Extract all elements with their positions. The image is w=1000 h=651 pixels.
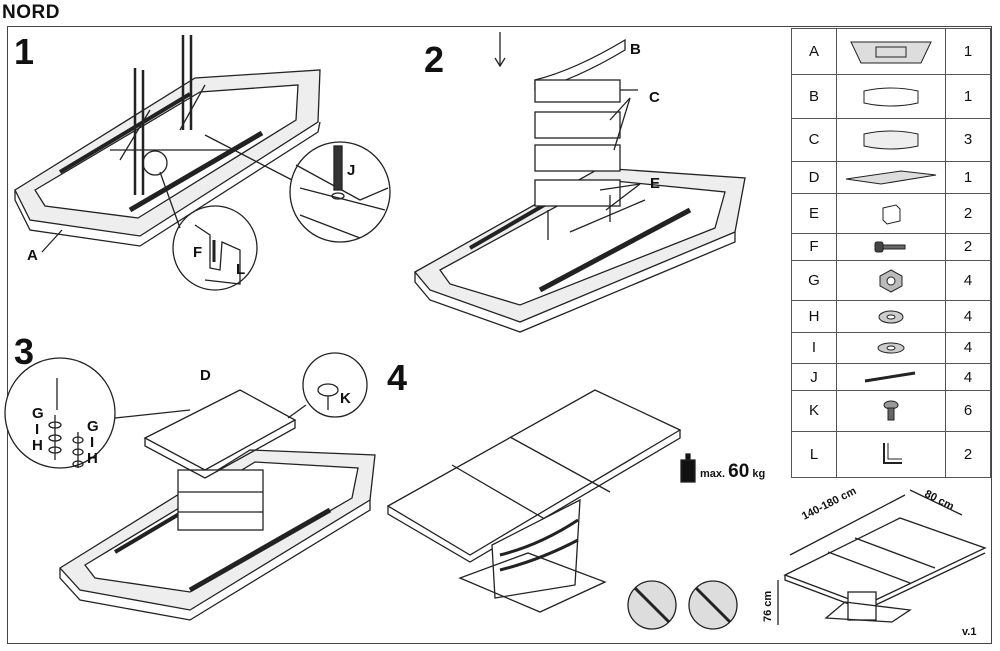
table-frame-icon — [836, 27, 946, 76]
step-number-3: 3 — [14, 331, 35, 372]
bracket-icon — [836, 430, 946, 479]
step3-frame-drawing — [4, 352, 376, 621]
label-part-k: K — [340, 390, 351, 407]
step-number-2: 2 — [424, 39, 445, 80]
part-quantity: 4 — [945, 300, 991, 333]
part-letter: E — [791, 192, 837, 235]
label-part-h-left: H — [32, 437, 43, 454]
part-quantity: 1 — [945, 161, 991, 194]
dimension-height: 76 cm — [762, 590, 774, 622]
label-part-l: L — [236, 261, 246, 278]
label-part-e: E — [650, 175, 661, 192]
label-part-d: D — [200, 367, 211, 384]
part-letter: A — [791, 27, 837, 76]
part-quantity: 2 — [945, 192, 991, 235]
step1-frame-drawing — [14, 35, 391, 291]
label-part-j: J — [347, 162, 356, 179]
part-letter: B — [791, 74, 837, 119]
spacer-block-icon — [836, 192, 946, 235]
step2-frame-drawing — [414, 32, 746, 333]
part-quantity: 2 — [945, 233, 991, 261]
part-letter: H — [791, 300, 837, 333]
part-quantity: 2 — [945, 430, 991, 479]
nut-icon — [836, 259, 946, 302]
label-part-g-left: G — [32, 405, 44, 422]
part-quantity: 4 — [945, 363, 991, 392]
document-title: NORD — [2, 2, 60, 23]
max-load-unit: kg — [752, 468, 766, 480]
version-label: v.1 — [962, 626, 977, 638]
label-part-f: F — [193, 244, 203, 261]
part-quantity: 6 — [945, 390, 991, 432]
part-quantity: 4 — [945, 331, 991, 365]
spring-washer-icon — [836, 331, 946, 365]
washer-icon — [836, 300, 946, 333]
top-leg-block-icon — [836, 74, 946, 119]
part-letter: K — [791, 390, 837, 432]
max-load-value: 60 — [728, 461, 750, 482]
step4-table-drawing — [386, 389, 696, 613]
part-letter: L — [791, 430, 837, 479]
label-part-a: A — [27, 247, 38, 264]
dimension-drawing — [777, 489, 987, 625]
part-letter: J — [791, 363, 837, 392]
mounting-plate-icon — [836, 161, 946, 194]
part-quantity: 3 — [945, 117, 991, 163]
max-load: max. 60 kg — [700, 461, 765, 483]
step-number-1: 1 — [14, 31, 35, 72]
label-part-g-right: G — [87, 418, 99, 435]
label-part-c: C — [649, 89, 660, 106]
part-quantity: 4 — [945, 259, 991, 302]
part-letter: D — [791, 161, 837, 194]
part-letter: F — [791, 233, 837, 261]
label-part-b: B — [630, 41, 641, 58]
part-letter: C — [791, 117, 837, 163]
leg-block-icon — [836, 117, 946, 163]
screw-icon — [836, 390, 946, 432]
long-bolt-icon — [836, 363, 946, 392]
label-part-h-right: H — [87, 450, 98, 467]
part-letter: G — [791, 259, 837, 302]
warning-icons — [627, 580, 738, 630]
step-number-4: 4 — [387, 357, 408, 398]
max-load-prefix: max. — [700, 468, 726, 480]
instruction-frame — [7, 26, 992, 644]
label-part-i-right: I — [90, 434, 95, 451]
part-letter: I — [791, 331, 837, 365]
part-quantity: 1 — [945, 27, 991, 76]
bolt-icon — [836, 233, 946, 261]
label-part-i-left: I — [35, 421, 40, 438]
part-quantity: 1 — [945, 74, 991, 119]
